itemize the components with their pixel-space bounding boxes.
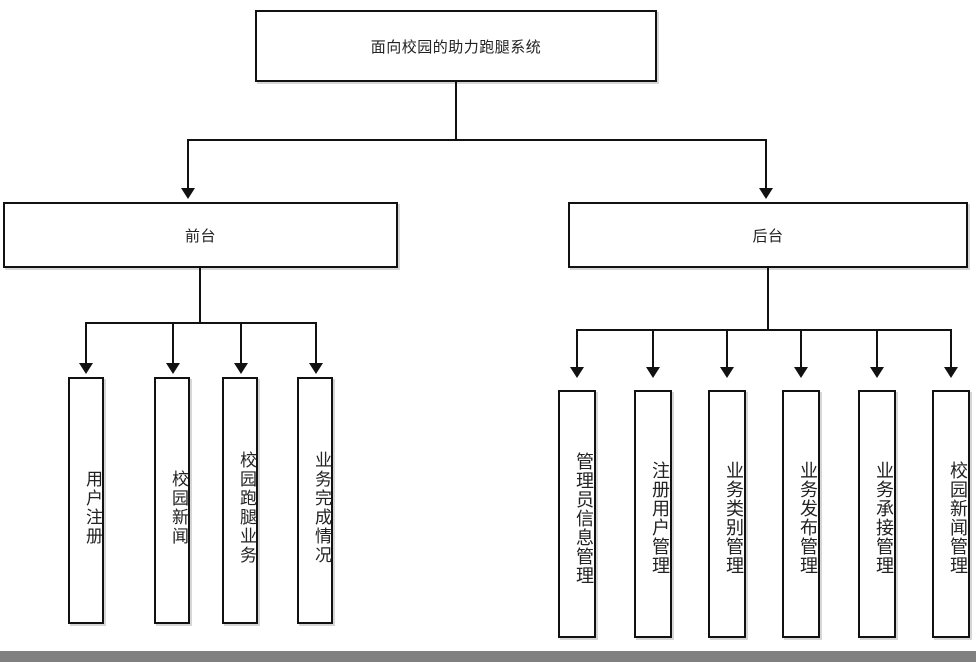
arrow-to-backend	[759, 188, 773, 199]
connector-backend-drop-4	[800, 329, 802, 368]
node-root[interactable]: 面向校园的助力跑腿系统	[255, 10, 657, 82]
node-frontend-child-2-label: 校园新闻	[169, 469, 188, 546]
node-frontend[interactable]: 前台	[3, 202, 398, 268]
connector-backend-drop-6	[950, 329, 952, 368]
footer-bar	[0, 651, 976, 662]
connector-frontend-drop-1	[85, 322, 87, 364]
arrow-to-frontend-child-2	[166, 363, 180, 374]
arrow-to-frontend	[181, 188, 195, 199]
connector-frontend-bus	[85, 322, 317, 324]
node-frontend-child-3-label: 校园跑腿业务	[237, 450, 256, 565]
node-backend-child-6-label: 校园新闻管理	[948, 461, 968, 575]
node-backend-child-5[interactable]: 业务承接管理	[858, 390, 896, 638]
node-backend-child-3[interactable]: 业务类别管理	[708, 390, 746, 638]
arrow-to-frontend-child-1	[79, 363, 93, 374]
connector-backend-drop-3	[726, 329, 728, 368]
node-backend-child-5-label: 业务承接管理	[874, 461, 894, 575]
connector-backend-stem	[767, 268, 769, 330]
node-frontend-child-4[interactable]: 业务完成情况	[297, 377, 333, 624]
node-backend-child-2-label: 注册用户管理	[650, 461, 670, 575]
node-backend-child-3-label: 业务类别管理	[724, 461, 744, 575]
connector-frontend-drop-3	[240, 322, 242, 364]
node-frontend-child-3[interactable]: 校园跑腿业务	[222, 377, 258, 624]
connector-root-drop-right	[765, 139, 767, 189]
node-root-label: 面向校园的助力跑腿系统	[370, 38, 542, 56]
arrow-to-frontend-child-4	[309, 363, 323, 374]
connector-frontend-drop-2	[172, 322, 174, 364]
node-frontend-label: 前台	[184, 227, 216, 245]
connector-frontend-drop-4	[315, 322, 317, 364]
connector-backend-bus	[576, 329, 952, 331]
node-backend-child-1-label: 管理员信息管理	[574, 451, 594, 585]
connector-backend-drop-1	[576, 329, 578, 368]
node-backend-child-4-label: 业务发布管理	[798, 461, 818, 575]
arrow-to-backend-child-6	[944, 367, 958, 378]
arrow-to-backend-child-4	[794, 367, 808, 378]
node-backend[interactable]: 后台	[568, 202, 968, 268]
arrow-to-frontend-child-3	[234, 363, 248, 374]
node-backend-child-1[interactable]: 管理员信息管理	[558, 390, 596, 638]
node-backend-child-6[interactable]: 校园新闻管理	[932, 390, 970, 638]
connector-backend-drop-5	[876, 329, 878, 368]
arrow-to-backend-child-3	[720, 367, 734, 378]
connector-root-bus	[187, 139, 767, 141]
connector-root-drop-left	[187, 139, 189, 189]
node-frontend-child-4-label: 业务完成情况	[312, 450, 331, 565]
node-backend-child-2[interactable]: 注册用户管理	[634, 390, 672, 638]
arrow-to-backend-child-5	[870, 367, 884, 378]
node-frontend-child-1[interactable]: 用户注册	[68, 377, 104, 624]
connector-backend-drop-2	[652, 329, 654, 368]
node-frontend-child-2[interactable]: 校园新闻	[154, 377, 190, 624]
node-backend-child-4[interactable]: 业务发布管理	[782, 390, 820, 638]
node-frontend-child-1-label: 用户注册	[83, 469, 102, 546]
connector-root-stem	[455, 82, 457, 141]
arrow-to-backend-child-2	[646, 367, 660, 378]
node-backend-label: 后台	[752, 227, 784, 245]
connector-frontend-stem	[199, 268, 201, 324]
arrow-to-backend-child-1	[570, 367, 584, 378]
